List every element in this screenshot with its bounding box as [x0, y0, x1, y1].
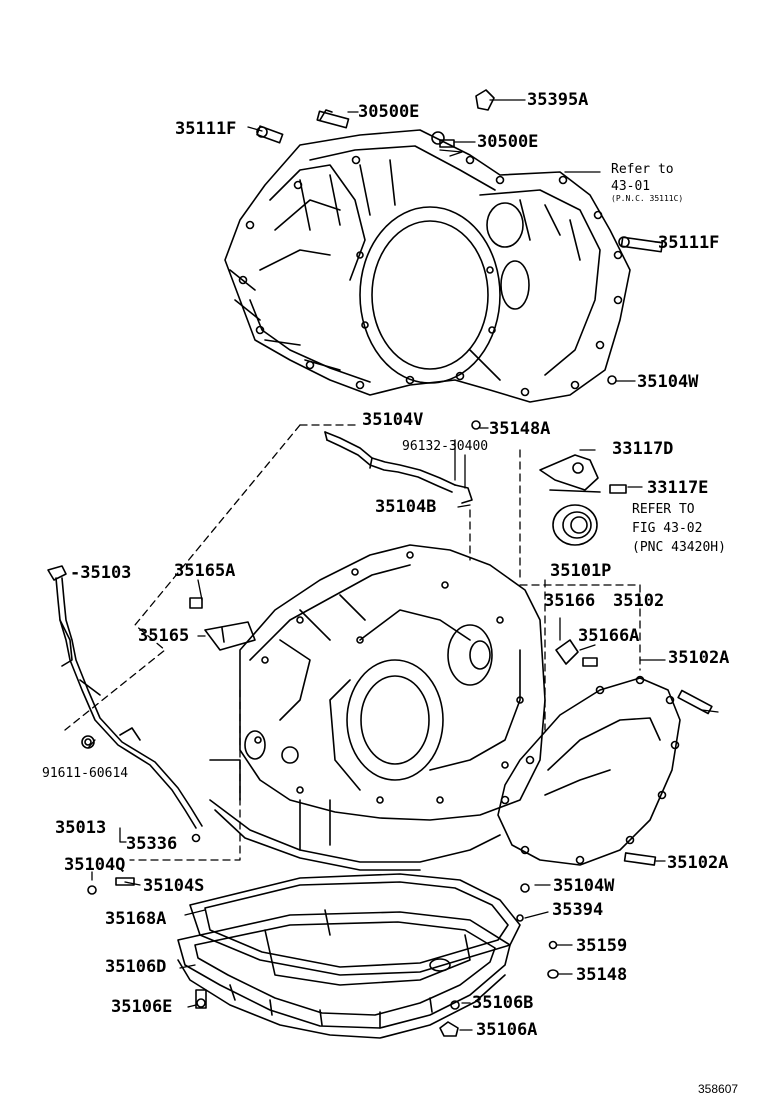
housing-fasteners: [256, 89, 664, 430]
transaxle-housing: [224, 129, 631, 403]
label-ref-43-01: 43-01: [611, 179, 651, 194]
label-30500E-top: 30500E: [358, 102, 420, 122]
label-35148: 35148: [576, 965, 628, 985]
label-35106D: 35106D: [105, 957, 167, 977]
label-ref-pnc-35111c: (P.N.C. 35111C): [611, 194, 684, 203]
label-30500E-mid: 30500E: [477, 132, 539, 152]
label-35166A: 35166A: [578, 626, 640, 646]
label-35394: 35394: [552, 900, 604, 920]
label-35102A-upper: 35102A: [668, 648, 730, 668]
label-33117E: 33117E: [647, 478, 709, 498]
side-cover: [497, 639, 713, 866]
label-pnc-43420H: (PNC 43420H): [632, 540, 726, 555]
breather-hose: [324, 431, 473, 504]
pan-small-parts: [87, 833, 559, 1037]
label-35106B: 35106B: [472, 993, 534, 1013]
label-35102A-lower: 35102A: [667, 853, 729, 873]
dipstick-and-tube: [47, 565, 203, 829]
leader-lines-upper: [247, 99, 661, 429]
label-91611-60614: 91611-60614: [42, 766, 129, 781]
label-35106A: 35106A: [476, 1020, 538, 1040]
label-35104V: 35104V: [362, 410, 424, 430]
label-35104W-lower: 35104W: [553, 876, 615, 896]
label-35104S: 35104S: [143, 876, 205, 896]
label-35103: -35103: [70, 563, 132, 583]
label-35111F-left: 35111F: [175, 119, 237, 139]
label-35013: 35013: [55, 818, 107, 838]
label-35165: 35165: [138, 626, 190, 646]
label-35159: 35159: [576, 936, 628, 956]
label-35102: 35102: [613, 591, 665, 611]
label-35106E: 35106E: [111, 997, 173, 1017]
label-35148A: 35148A: [489, 419, 551, 439]
label-35336: 35336: [126, 834, 178, 854]
label-35165A: 35165A: [174, 561, 236, 581]
shield-plate: [189, 597, 256, 651]
label-fig-43-02: FIG 43-02: [632, 521, 703, 536]
label-35111F-right: 35111F: [658, 233, 720, 253]
dashed-reference-lines: [64, 424, 641, 861]
oil-pan-gasket: [189, 873, 521, 976]
label-96132-30400: 96132-30400: [402, 439, 489, 454]
label-35168A: 35168A: [105, 909, 167, 929]
leader-lines-lower: [87, 439, 719, 1031]
transmission-case: [209, 544, 546, 871]
label-refer-to-top: Refer to: [611, 162, 674, 177]
label-33117D: 33117D: [612, 439, 674, 459]
oil-seal-and-bracket: [539, 454, 627, 546]
label-35101P: 35101P: [550, 561, 612, 581]
figure-number: 358607: [698, 1082, 739, 1096]
label-35104B: 35104B: [375, 497, 437, 517]
label-refer-to-fig: REFER TO: [632, 502, 695, 517]
label-35166: 35166: [544, 591, 596, 611]
label-35104W-top: 35104W: [637, 372, 699, 392]
oil-pan: [177, 909, 511, 1039]
label-35395A: 35395A: [527, 90, 589, 110]
label-35104Q: 35104Q: [64, 855, 126, 875]
